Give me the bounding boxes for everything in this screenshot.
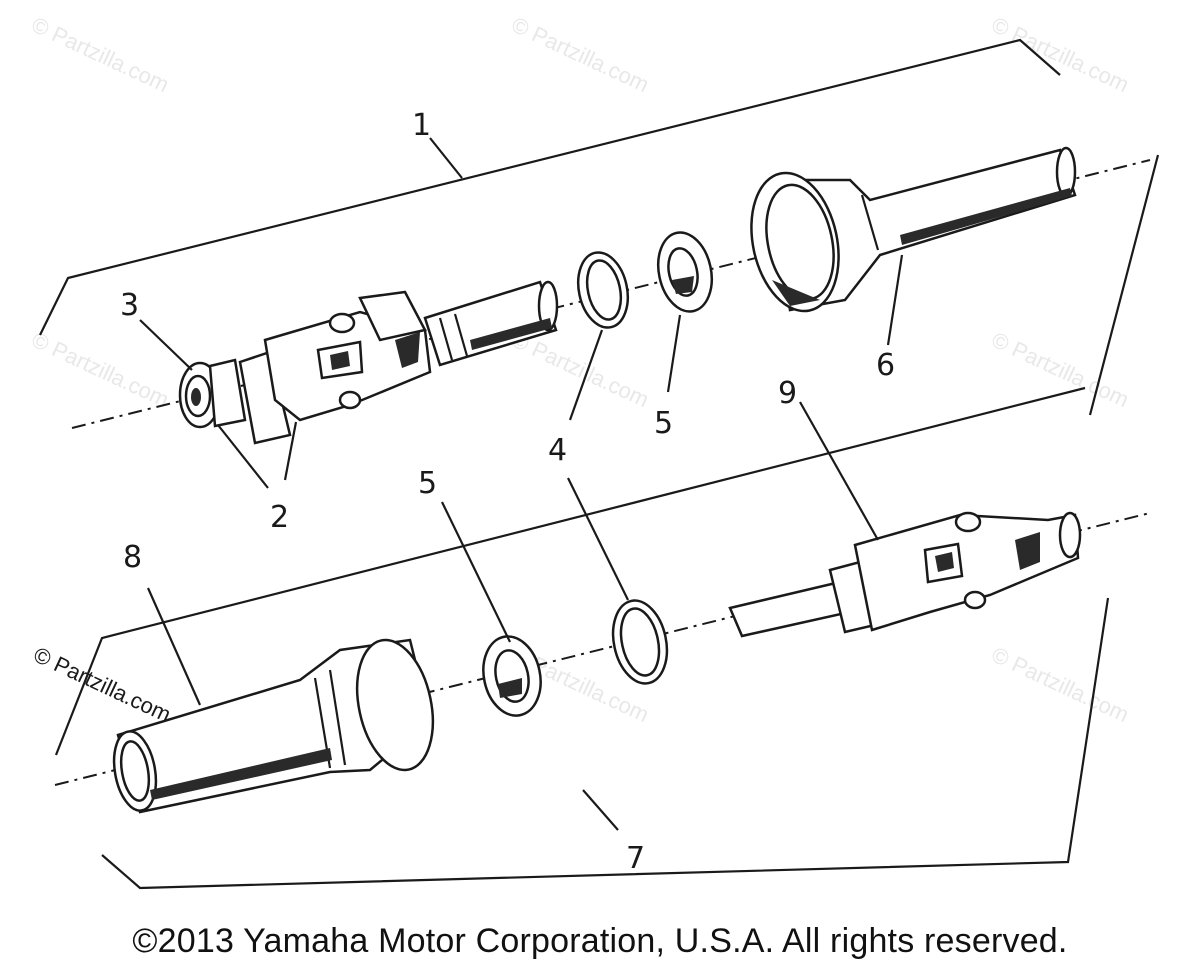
leader-7 — [582, 789, 619, 831]
callout-5-top: 5 — [654, 406, 673, 441]
leader-8 — [146, 587, 202, 706]
part-4-ring-top — [576, 251, 630, 329]
part-8-boot — [112, 638, 435, 814]
callout-2: 2 — [270, 500, 289, 535]
part-5-seal-top — [656, 231, 714, 313]
part-6-boot — [750, 146, 1077, 313]
watermark: © Partzilla.com — [28, 12, 173, 97]
watermark: © Partzilla.com — [988, 12, 1133, 97]
copyright-notice: ©2013 Yamaha Motor Corporation, U.S.A. A… — [132, 922, 1068, 960]
bottom-bracket-line — [101, 597, 1110, 890]
part-4-ring-bottom — [611, 599, 669, 685]
part-5-seal-bottom — [482, 635, 542, 717]
watermark: © Partzilla.com — [508, 12, 653, 97]
watermark: © Partzilla.com — [988, 327, 1133, 412]
leader-9 — [799, 401, 879, 541]
callout-1: 1 — [412, 108, 431, 143]
bottom-assembly: 9 4 5 8 7 — [54, 376, 1151, 890]
callout-3: 3 — [120, 288, 139, 323]
leader-3 — [139, 319, 193, 371]
watermark: © Partzilla.com — [508, 327, 653, 412]
part-3-cap — [178, 358, 247, 429]
leader-5-top — [666, 314, 682, 393]
callout-5-bottom: 5 — [418, 466, 437, 501]
leader-4-bottom — [567, 477, 629, 601]
watermark: © Partzilla.com — [988, 642, 1133, 727]
callout-6: 6 — [876, 348, 895, 383]
watermark-label: © Partzilla.com — [30, 642, 175, 727]
callout-7: 7 — [626, 841, 645, 876]
top-assembly: 1 3 2 4 5 6 — [39, 38, 1160, 535]
callout-8: 8 — [123, 540, 142, 575]
part-2-yoke — [238, 280, 559, 445]
bottom-bracket-left — [54, 386, 1086, 756]
top-bracket-right — [1088, 154, 1160, 416]
callout-4-top: 4 — [548, 433, 567, 468]
leader-2a — [217, 424, 269, 489]
leader-1 — [429, 137, 463, 179]
part-9-joint — [728, 511, 1082, 638]
callout-9: 9 — [778, 376, 797, 411]
top-bracket-line — [39, 38, 1061, 336]
leader-4-top — [568, 329, 604, 421]
leader-5-bottom — [441, 501, 511, 643]
watermark: © Partzilla.com — [28, 327, 173, 412]
leader-2b — [283, 421, 298, 481]
leader-6 — [886, 254, 904, 346]
